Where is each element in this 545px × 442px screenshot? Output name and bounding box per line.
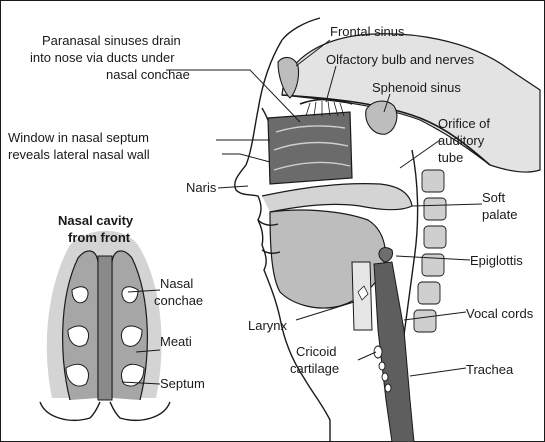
label-front-title-1: Nasal cavity (58, 213, 134, 228)
label-soft-2: palate (482, 207, 517, 222)
label-frontal-sinus: Frontal sinus (330, 24, 405, 39)
label-meati: Meati (160, 334, 192, 349)
right-nostril (110, 402, 170, 420)
label-conchae-1: Nasal (160, 276, 193, 291)
label-orifice-1: Orifice of (438, 116, 490, 131)
label-cricoid-2: cartilage (290, 361, 339, 376)
label-soft-1: Soft (482, 190, 506, 205)
sphenoid-sinus-shape (366, 101, 397, 134)
label-conchae-2: conchae (154, 293, 203, 308)
label-cricoid-1: Cricoid (296, 344, 336, 359)
label-olfactory: Olfactory bulb and nerves (326, 52, 475, 67)
left-nostril (40, 402, 100, 420)
label-window-1: Window in nasal septum (8, 130, 149, 145)
vertebrae (414, 170, 446, 332)
label-vocal-cords: Vocal cords (466, 306, 534, 321)
label-paranasal-3: nasal conchae (106, 67, 190, 82)
label-sphenoid-sinus: Sphenoid sinus (372, 80, 461, 95)
label-paranasal-1: Paranasal sinuses drain (42, 33, 181, 48)
label-larynx: Larynx (248, 318, 288, 333)
hard-soft-palate (262, 184, 412, 212)
label-epiglottis: Epiglottis (470, 253, 523, 268)
forehead-line (282, 18, 320, 40)
label-naris: Naris (186, 180, 217, 195)
septum-shape (98, 256, 112, 400)
label-window-2: reveals lateral nasal wall (8, 147, 150, 162)
label-orifice-3: tube (438, 150, 463, 165)
front-view-nasal-cavity (40, 231, 170, 421)
label-septum: Septum (160, 376, 205, 391)
label-orifice-2: auditory (438, 133, 485, 148)
label-paranasal-2: into nose via ducts under (30, 50, 175, 65)
label-trachea: Trachea (466, 362, 514, 377)
label-front-title-2: from front (68, 230, 131, 245)
